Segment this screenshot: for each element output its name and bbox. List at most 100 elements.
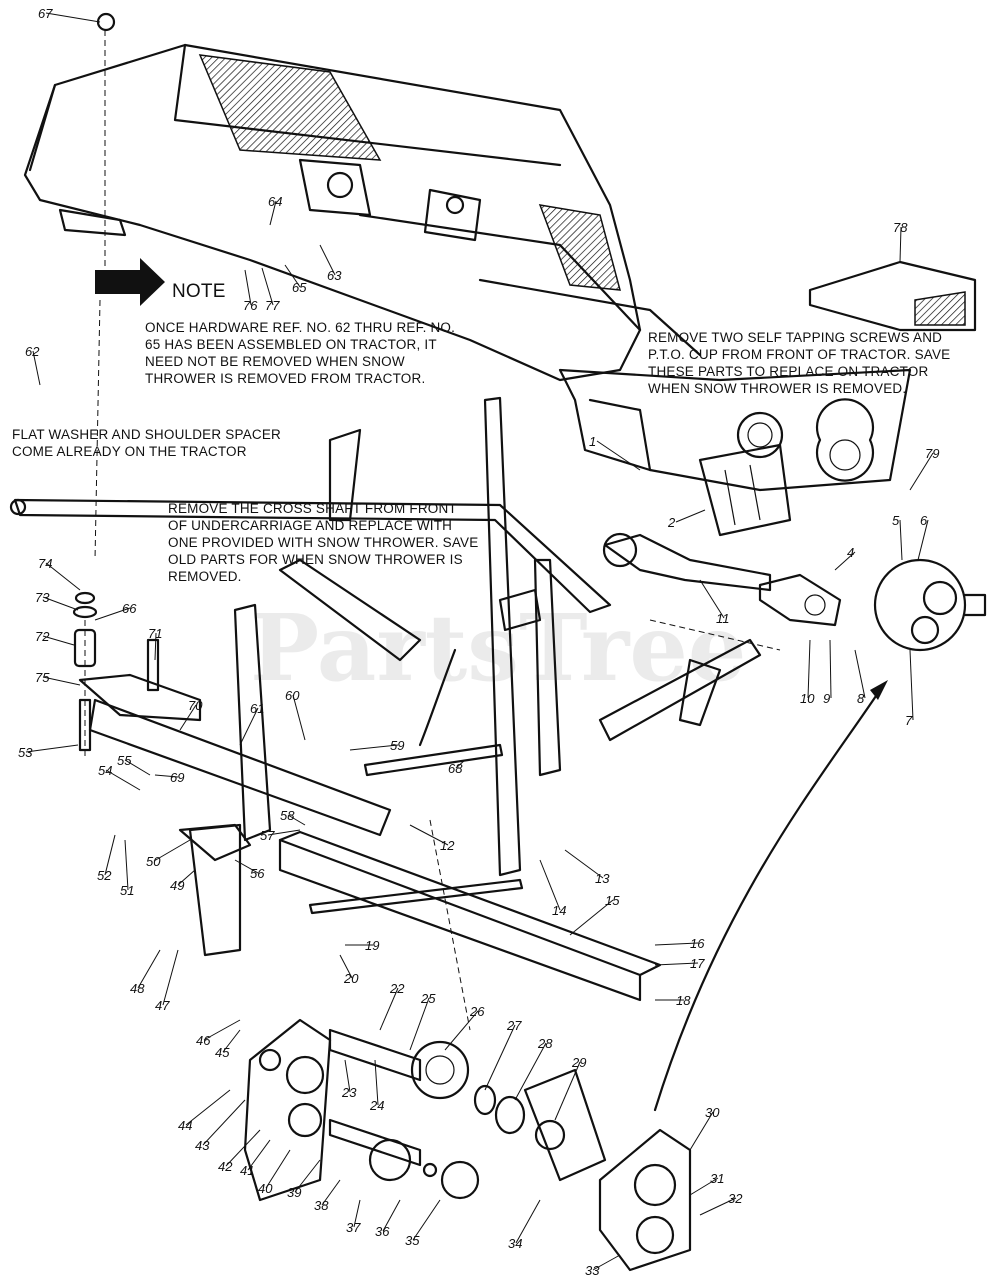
callout-68: 68: [448, 761, 463, 776]
callout-18: 18: [676, 993, 691, 1008]
gear-assembly: [243, 1018, 692, 1272]
callout-leader-57: [267, 829, 301, 836]
callout-59: 59: [390, 738, 404, 753]
part-78-cover: [808, 260, 977, 332]
svg-text:WHEN SNOW THROWER IS REMOVED.: WHEN SNOW THROWER IS REMOVED.: [648, 381, 906, 396]
callout-leader-45: [222, 1029, 241, 1053]
pto-gearbox: [873, 558, 987, 652]
callout-leader-75: [42, 676, 81, 686]
callout-28: 28: [537, 1036, 553, 1051]
nut-67: [96, 12, 116, 32]
callout-leader-73: [42, 596, 79, 611]
lower-left-hardware: [72, 591, 202, 752]
callout-leader-20: [339, 954, 353, 979]
svg-text:NEED NOT BE REMOVED WHEN SNOW: NEED NOT BE REMOVED WHEN SNOW: [145, 354, 405, 369]
svg-text:ONCE HARDWARE REF. NO. 62 THRU: ONCE HARDWARE REF. NO. 62 THRU REF. NO.: [145, 320, 455, 335]
callout-leader-14: [539, 859, 561, 911]
callout-33: 33: [585, 1263, 600, 1278]
callout-40: 40: [258, 1181, 273, 1196]
callout-15: 15: [605, 893, 620, 908]
callout-leader-63: [319, 244, 336, 276]
callout-52: 52: [97, 868, 112, 883]
callout-leader-5: [899, 519, 903, 561]
callout-leader-32: [699, 1197, 737, 1216]
callout-leader-17: [654, 962, 699, 966]
note-pto: REMOVE TWO SELF TAPPING SCREWS AND P.T.O…: [648, 330, 950, 396]
callout-43: 43: [195, 1138, 210, 1153]
callout-leader-52: [104, 834, 116, 876]
callout-22: 22: [389, 981, 405, 996]
callout-65: 65: [292, 280, 307, 295]
callout-leader-13: [564, 849, 604, 879]
callout-45: 45: [215, 1045, 230, 1060]
callout-leader-53: [25, 744, 79, 753]
callout-leader-30: [689, 1111, 714, 1151]
callout-11: 11: [716, 611, 730, 626]
callout-50: 50: [146, 854, 161, 869]
callout-79: 79: [925, 446, 939, 461]
callout-leader-77: [261, 267, 274, 306]
callout-20: 20: [343, 971, 359, 986]
svg-text:65 HAS BEEN ASSEMBLED ON TRACT: 65 HAS BEEN ASSEMBLED ON TRACTOR, IT: [145, 337, 437, 352]
part-2-bracket: [698, 443, 792, 537]
svg-text:OF UNDERCARRIAGE AND REPLACE W: OF UNDERCARRIAGE AND REPLACE WITH: [168, 518, 452, 533]
callout-leader-15: [569, 899, 614, 936]
swing-arm: [598, 638, 762, 742]
callout-leader-28: [514, 1042, 547, 1101]
note-washer: FLAT WASHER AND SHOULDER SPACER COME ALR…: [12, 427, 281, 459]
callout-14: 14: [552, 903, 566, 918]
callout-leader-48: [137, 949, 161, 989]
callout-leader-67: [45, 12, 101, 23]
callout-74: 74: [38, 556, 52, 571]
callout-72: 72: [35, 629, 50, 644]
callout-30: 30: [705, 1105, 720, 1120]
callout-75: 75: [35, 670, 50, 685]
callout-leader-24: [374, 1059, 379, 1106]
callout-49: 49: [170, 878, 184, 893]
callout-leader-35: [412, 1199, 441, 1241]
callout-69: 69: [170, 770, 184, 785]
callout-26: 26: [469, 1004, 485, 1019]
callout-leader-31: [689, 1177, 719, 1196]
callout-32: 32: [728, 1191, 743, 1206]
callout-leader-49: [177, 869, 196, 886]
callout-leader-27: [484, 1024, 516, 1091]
callout-leader-33: [592, 1254, 621, 1271]
callout-leader-64: [269, 200, 277, 226]
callout-8: 8: [857, 691, 865, 706]
callout-leader-46: [203, 1019, 241, 1041]
callout-9: 9: [823, 691, 830, 706]
callout-leader-51: [124, 839, 129, 891]
callout-leader-71: [154, 632, 157, 661]
callout-41: 41: [240, 1163, 254, 1178]
svg-text:REMOVE THE CROSS SHAFT FROM FR: REMOVE THE CROSS SHAFT FROM FRONT: [168, 501, 457, 516]
svg-text:THESE PARTS TO REPLACE ON TRAC: THESE PARTS TO REPLACE ON TRACTOR: [648, 364, 928, 379]
watermark: PartsTree: [250, 594, 746, 702]
callout-leader-6: [917, 519, 929, 561]
callout-53: 53: [18, 745, 33, 760]
svg-text:P.T.O. CUP FROM FRONT OF TRACT: P.T.O. CUP FROM FRONT OF TRACTOR. SAVE: [648, 347, 950, 362]
note-arrow: [95, 258, 165, 306]
callout-4: 4: [847, 545, 854, 560]
callout-leader-26: [444, 1010, 479, 1051]
callout-13: 13: [595, 871, 610, 886]
svg-text:REMOVE TWO SELF TAPPING SCREWS: REMOVE TWO SELF TAPPING SCREWS AND: [648, 330, 942, 345]
callout-64: 64: [268, 194, 282, 209]
callout-60: 60: [285, 688, 300, 703]
callout-leader-8: [854, 649, 866, 699]
callout-leader-60: [292, 694, 306, 741]
tractor-frame: [23, 43, 702, 382]
callout-2: 2: [667, 515, 676, 530]
callout-leader-23: [344, 1059, 351, 1093]
callout-leader-70: [179, 704, 197, 731]
callout-leader-76: [244, 269, 252, 306]
callout-76: 76: [243, 298, 258, 313]
callout-leader-68: [455, 759, 466, 769]
callout-leader-59: [349, 744, 399, 751]
callout-24: 24: [369, 1098, 384, 1113]
callout-leader-66: [94, 607, 131, 621]
callout-leader-78: [899, 226, 902, 263]
main-rails: [88, 698, 662, 1002]
callout-47: 47: [155, 998, 170, 1013]
